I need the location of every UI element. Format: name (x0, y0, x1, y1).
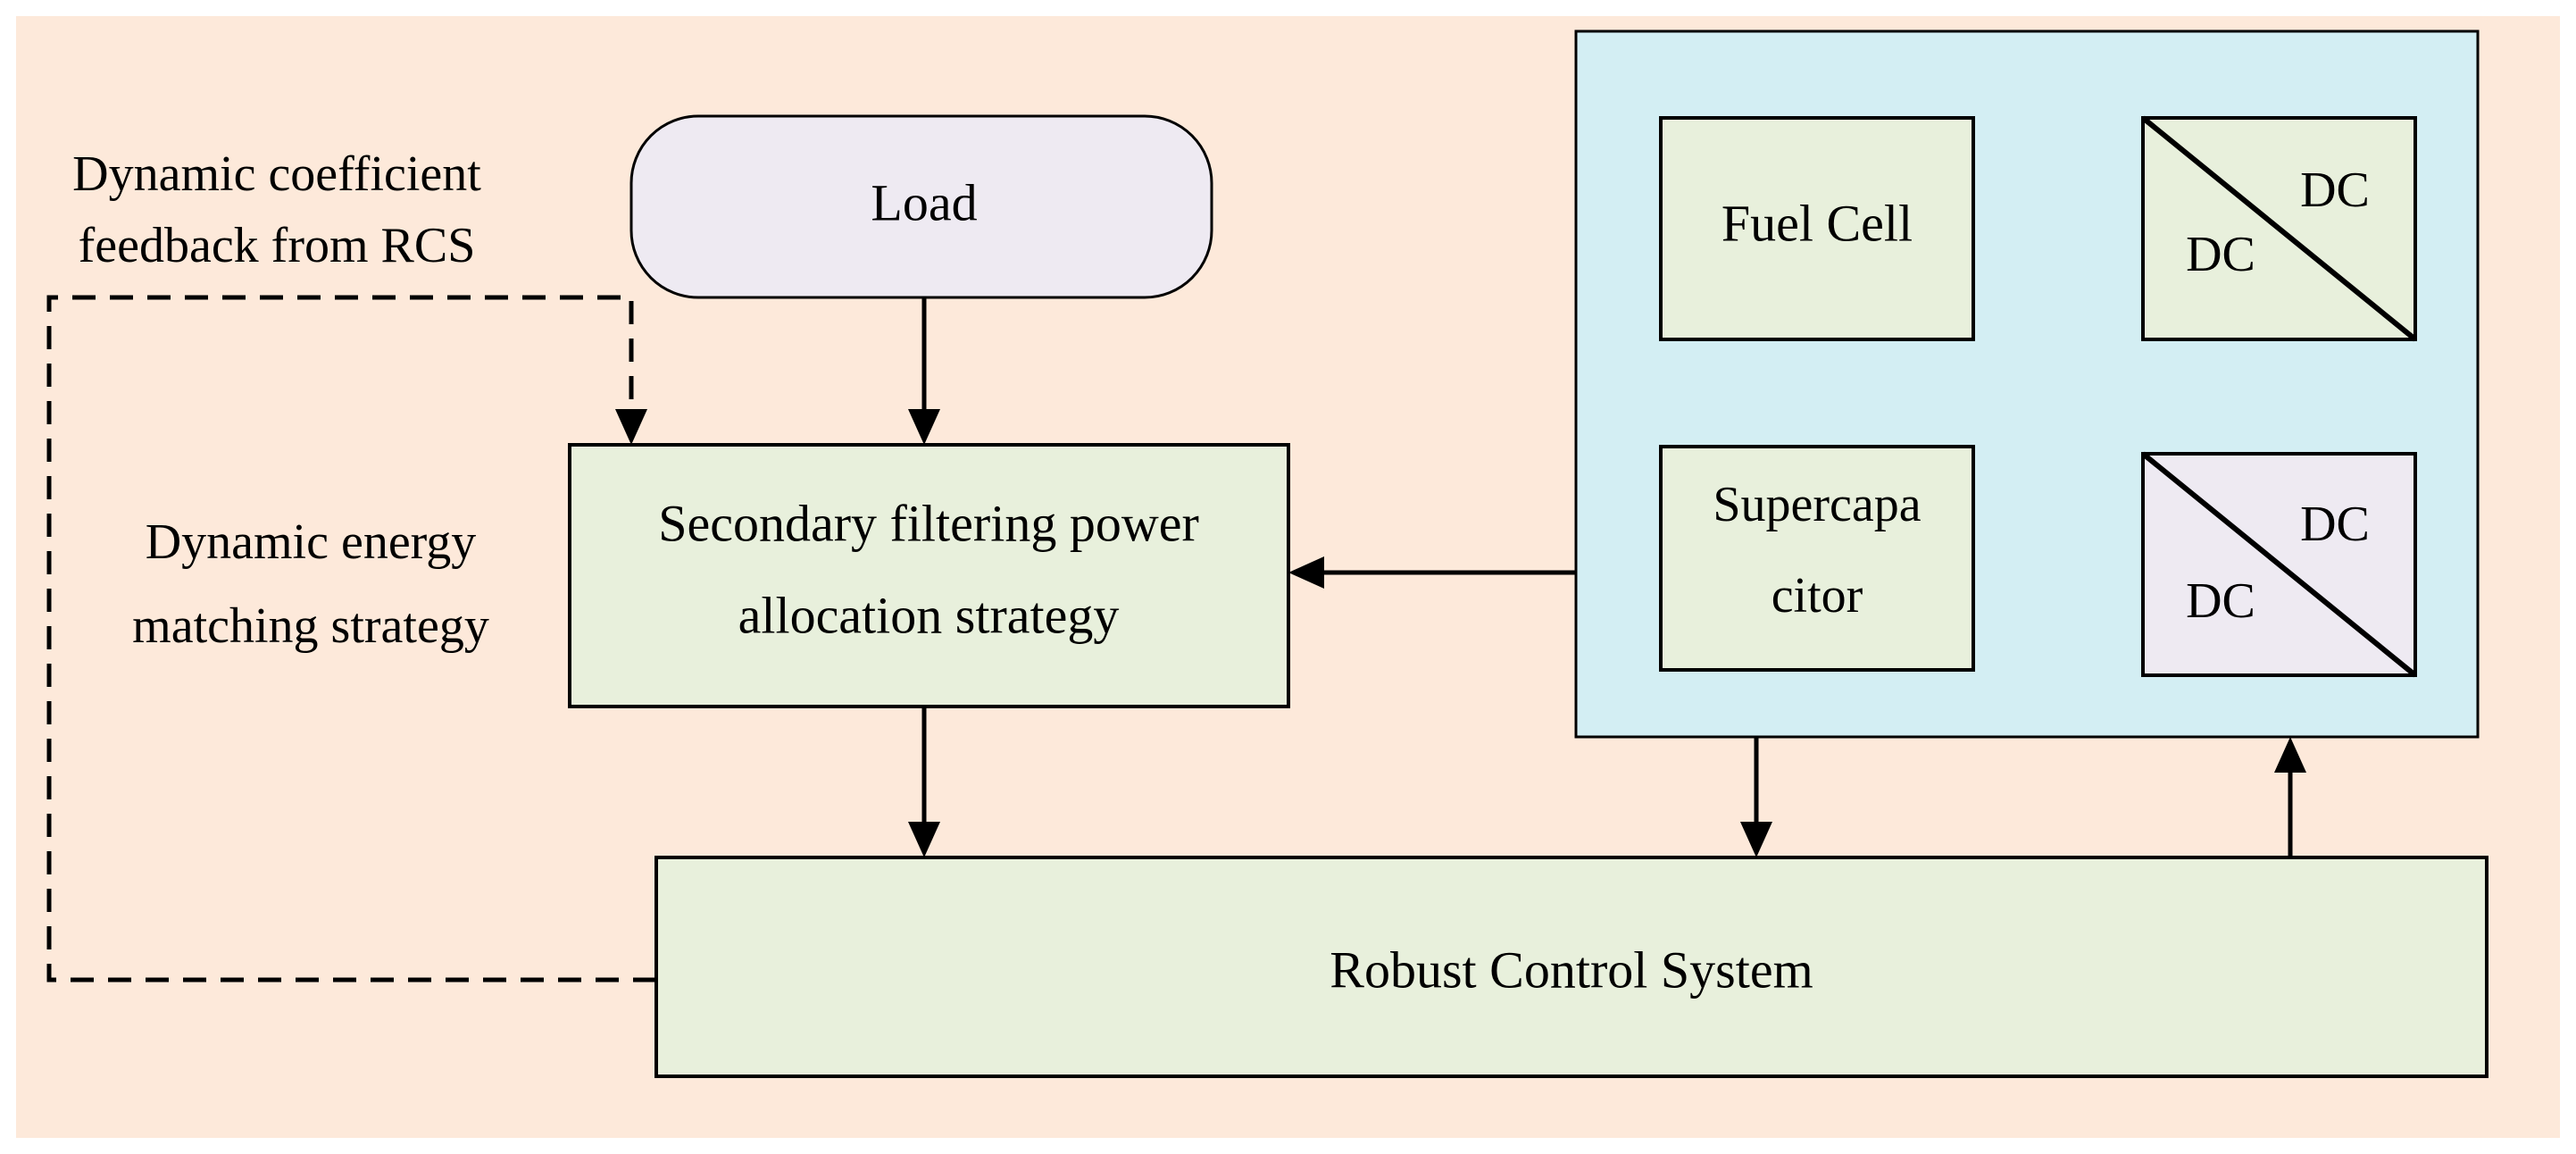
robust-to-panel-arrow-head (2274, 737, 2306, 773)
secondary-filtering-label-line2: allocation strategy (738, 586, 1120, 644)
converter-bottom-input-label: DC (2186, 573, 2255, 629)
fuel-cell-label: Fuel Cell (1722, 194, 1913, 252)
fuel-cell-box (1659, 116, 1975, 341)
panel-to-robust-arrow-head (1740, 822, 1772, 857)
feedback-annotation-line2: feedback from RCS (79, 218, 476, 273)
robust-control-label: Robust Control System (1330, 941, 1813, 999)
supercapacitor-label-line1: Supercapa (1713, 477, 1921, 532)
matching-annotation-line1: Dynamic energy (146, 514, 477, 570)
feedback-annotation-line1: Dynamic coefficient (72, 146, 481, 202)
converter-top-input-label: DC (2186, 227, 2255, 282)
secondary-filtering-box (568, 443, 1290, 708)
converter-bottom-output-label: DC (2300, 497, 2370, 552)
load-label: Load (871, 173, 977, 231)
supercapacitor-label-line2: citor (1772, 568, 1863, 623)
secondary-filtering-label-line1: Secondary filtering power (658, 494, 1199, 552)
load-to-secondary-arrow-head (908, 409, 940, 445)
feedback-arrow-head (615, 409, 647, 445)
matching-annotation-line2: matching strategy (132, 598, 489, 654)
robust-control-box (654, 856, 2488, 1078)
panel-to-secondary-arrow-head (1288, 556, 1324, 589)
feedback-dashed-line (46, 295, 656, 983)
load-box (629, 114, 1213, 299)
secondary-to-robust-arrow-head (908, 822, 940, 857)
converter-bottom-diagonal (2141, 451, 2417, 678)
supercapacitor-box (1659, 445, 1975, 672)
converter-top-diagonal (2141, 115, 2417, 342)
converter-top-output-label: DC (2300, 163, 2370, 218)
